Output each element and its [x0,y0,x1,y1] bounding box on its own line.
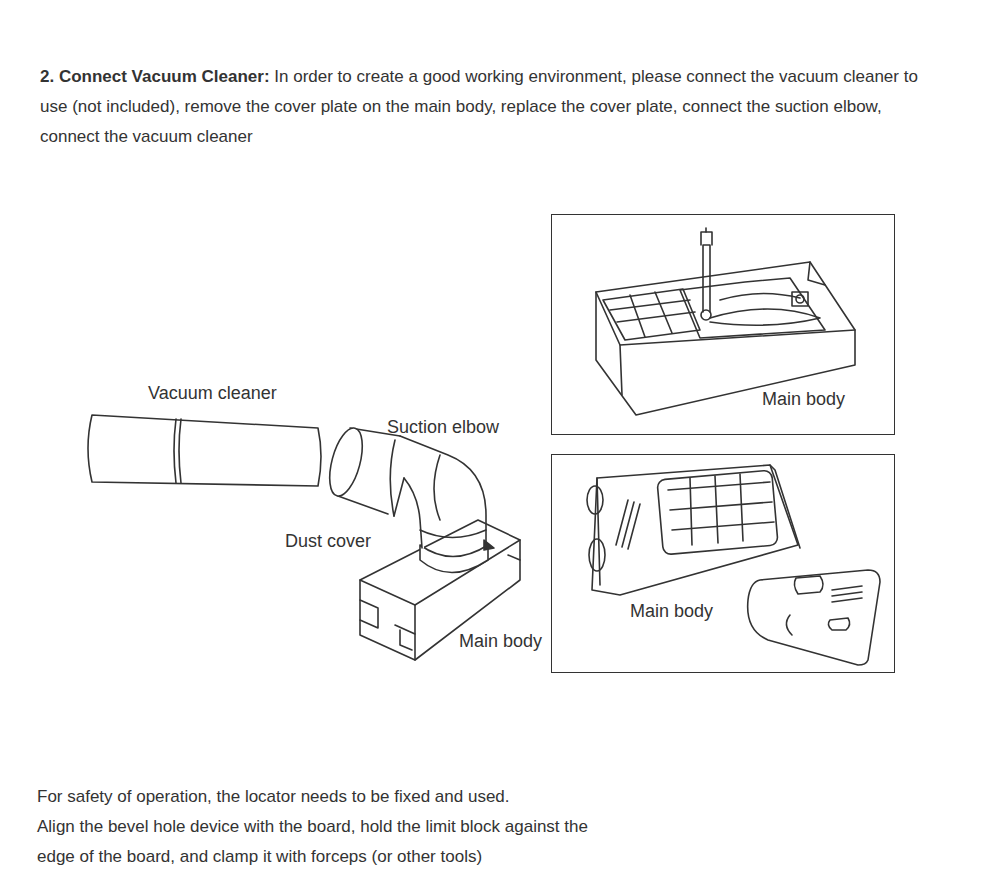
vacuum-hose [88,415,321,486]
part-label: Suction elbow [387,416,499,438]
jig-side-view [587,465,800,595]
figure-panel: Main body [551,454,895,673]
figure-panel: Main body [551,214,895,435]
safety-note: For safety of operation, the locator nee… [37,782,737,812]
cover-plate [748,570,880,665]
safety-note: Align the bevel hole device with the boa… [37,812,622,872]
part-label: Main body [760,388,847,410]
part-label: Dust cover [285,530,371,552]
step-heading: 2. Connect Vacuum Cleaner: [40,67,270,86]
part-label: Vacuum cleaner [148,382,277,404]
part-label: Main body [459,630,542,652]
instruction-paragraph: 2. Connect Vacuum Cleaner: In order to c… [40,62,930,152]
part-label: Main body [628,600,715,622]
jig-top-view [596,228,855,415]
